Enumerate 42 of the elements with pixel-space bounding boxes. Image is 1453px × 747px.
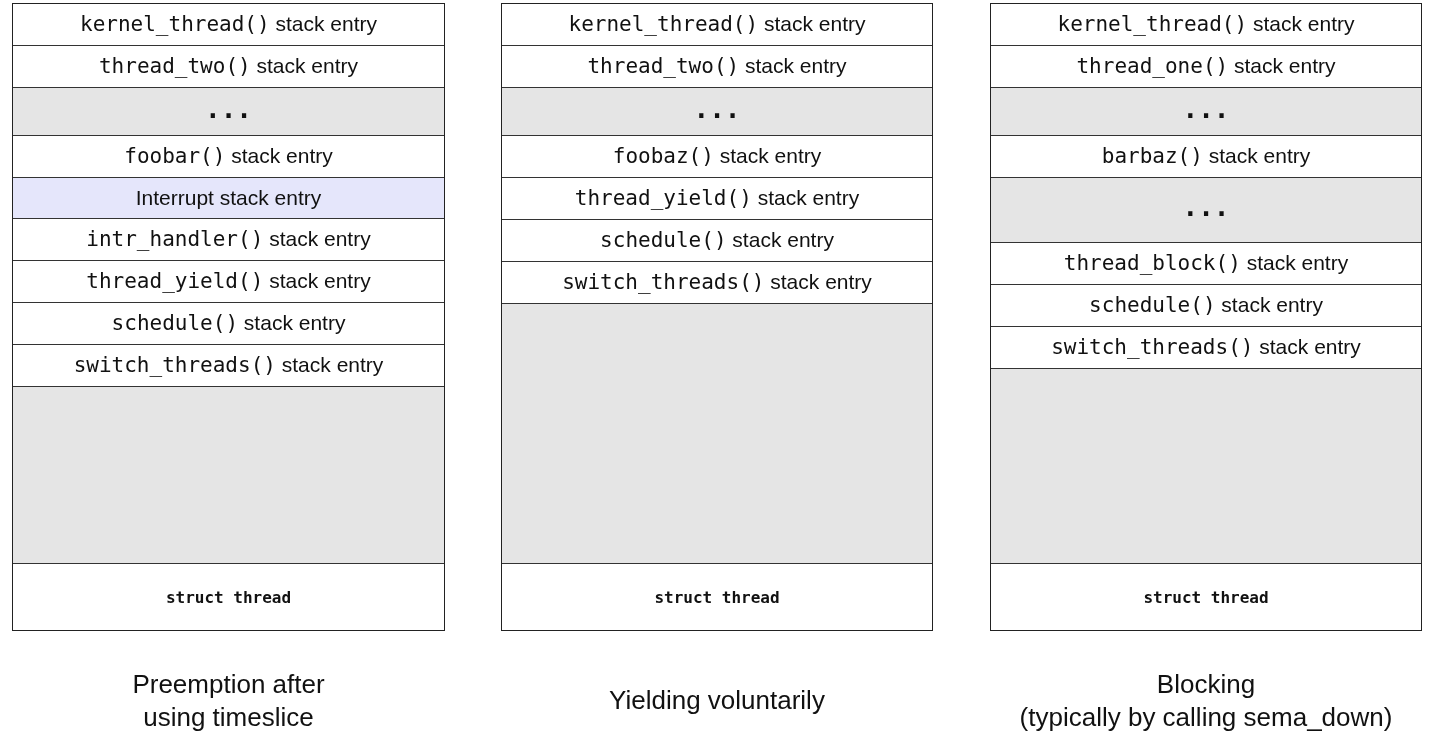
entry-label: foobaz() stack entry <box>612 144 822 169</box>
entry-label: switch_threads() stack entry <box>562 270 872 295</box>
stack-caption: Blocking <box>1155 668 1257 701</box>
entry-label: struct thread <box>165 587 292 607</box>
stack-frame <box>501 3 933 631</box>
entry-label: struct thread <box>1143 587 1269 607</box>
entry-label: schedule() stack entry <box>600 228 834 253</box>
free-stack-space <box>502 304 932 564</box>
entry-label: kernel_thread() stack entry <box>80 12 377 37</box>
entry-label: switch_threads() stack entry <box>1051 335 1361 360</box>
free-stack-space <box>991 369 1421 564</box>
stack-caption: Preemption after using timeslice <box>131 668 326 735</box>
ellipsis-text: ... <box>1182 192 1230 222</box>
ellipsis-text: ... <box>205 93 252 124</box>
entry-label: thread_one() stack entry <box>1076 54 1336 79</box>
elided-entries <box>991 88 1421 136</box>
ellipsis-text: ... <box>693 93 741 124</box>
entry-label: thread_yield() stack entry <box>86 269 371 294</box>
entry-label: thread_yield() stack entry <box>574 186 860 211</box>
ellipsis-text: ... <box>1182 93 1230 124</box>
stack-caption: (typically by calling sema_down) <box>1018 701 1394 735</box>
entry-label: schedule() stack entry <box>111 311 346 336</box>
entry-label: foobar() stack entry <box>124 144 333 169</box>
stack-caption: Yielding voluntarily <box>608 684 826 717</box>
entry-label: barbaz() stack entry <box>1101 144 1311 169</box>
entry-label: thread_two() stack entry <box>587 54 847 79</box>
entry-label: schedule() stack entry <box>1089 293 1323 318</box>
elided-entries <box>13 88 444 136</box>
entry-label: thread_block() stack entry <box>1063 251 1349 276</box>
free-stack-space <box>13 387 444 564</box>
entry-label: intr_handler() stack entry <box>86 227 371 252</box>
stack-frame <box>12 3 445 631</box>
entry-label: kernel_thread() stack entry <box>1057 12 1355 37</box>
interrupt-stack-entry <box>13 178 444 219</box>
entry-label: thread_two() stack entry <box>98 54 359 79</box>
elided-entries <box>502 88 932 136</box>
entry-label: Interrupt stack entry <box>135 186 322 210</box>
entry-label: kernel_thread() stack entry <box>568 12 866 37</box>
entry-label: struct thread <box>654 587 780 607</box>
entry-label: switch_threads() stack entry <box>73 353 384 378</box>
elided-entries <box>991 178 1421 243</box>
stack-frame <box>990 3 1422 631</box>
